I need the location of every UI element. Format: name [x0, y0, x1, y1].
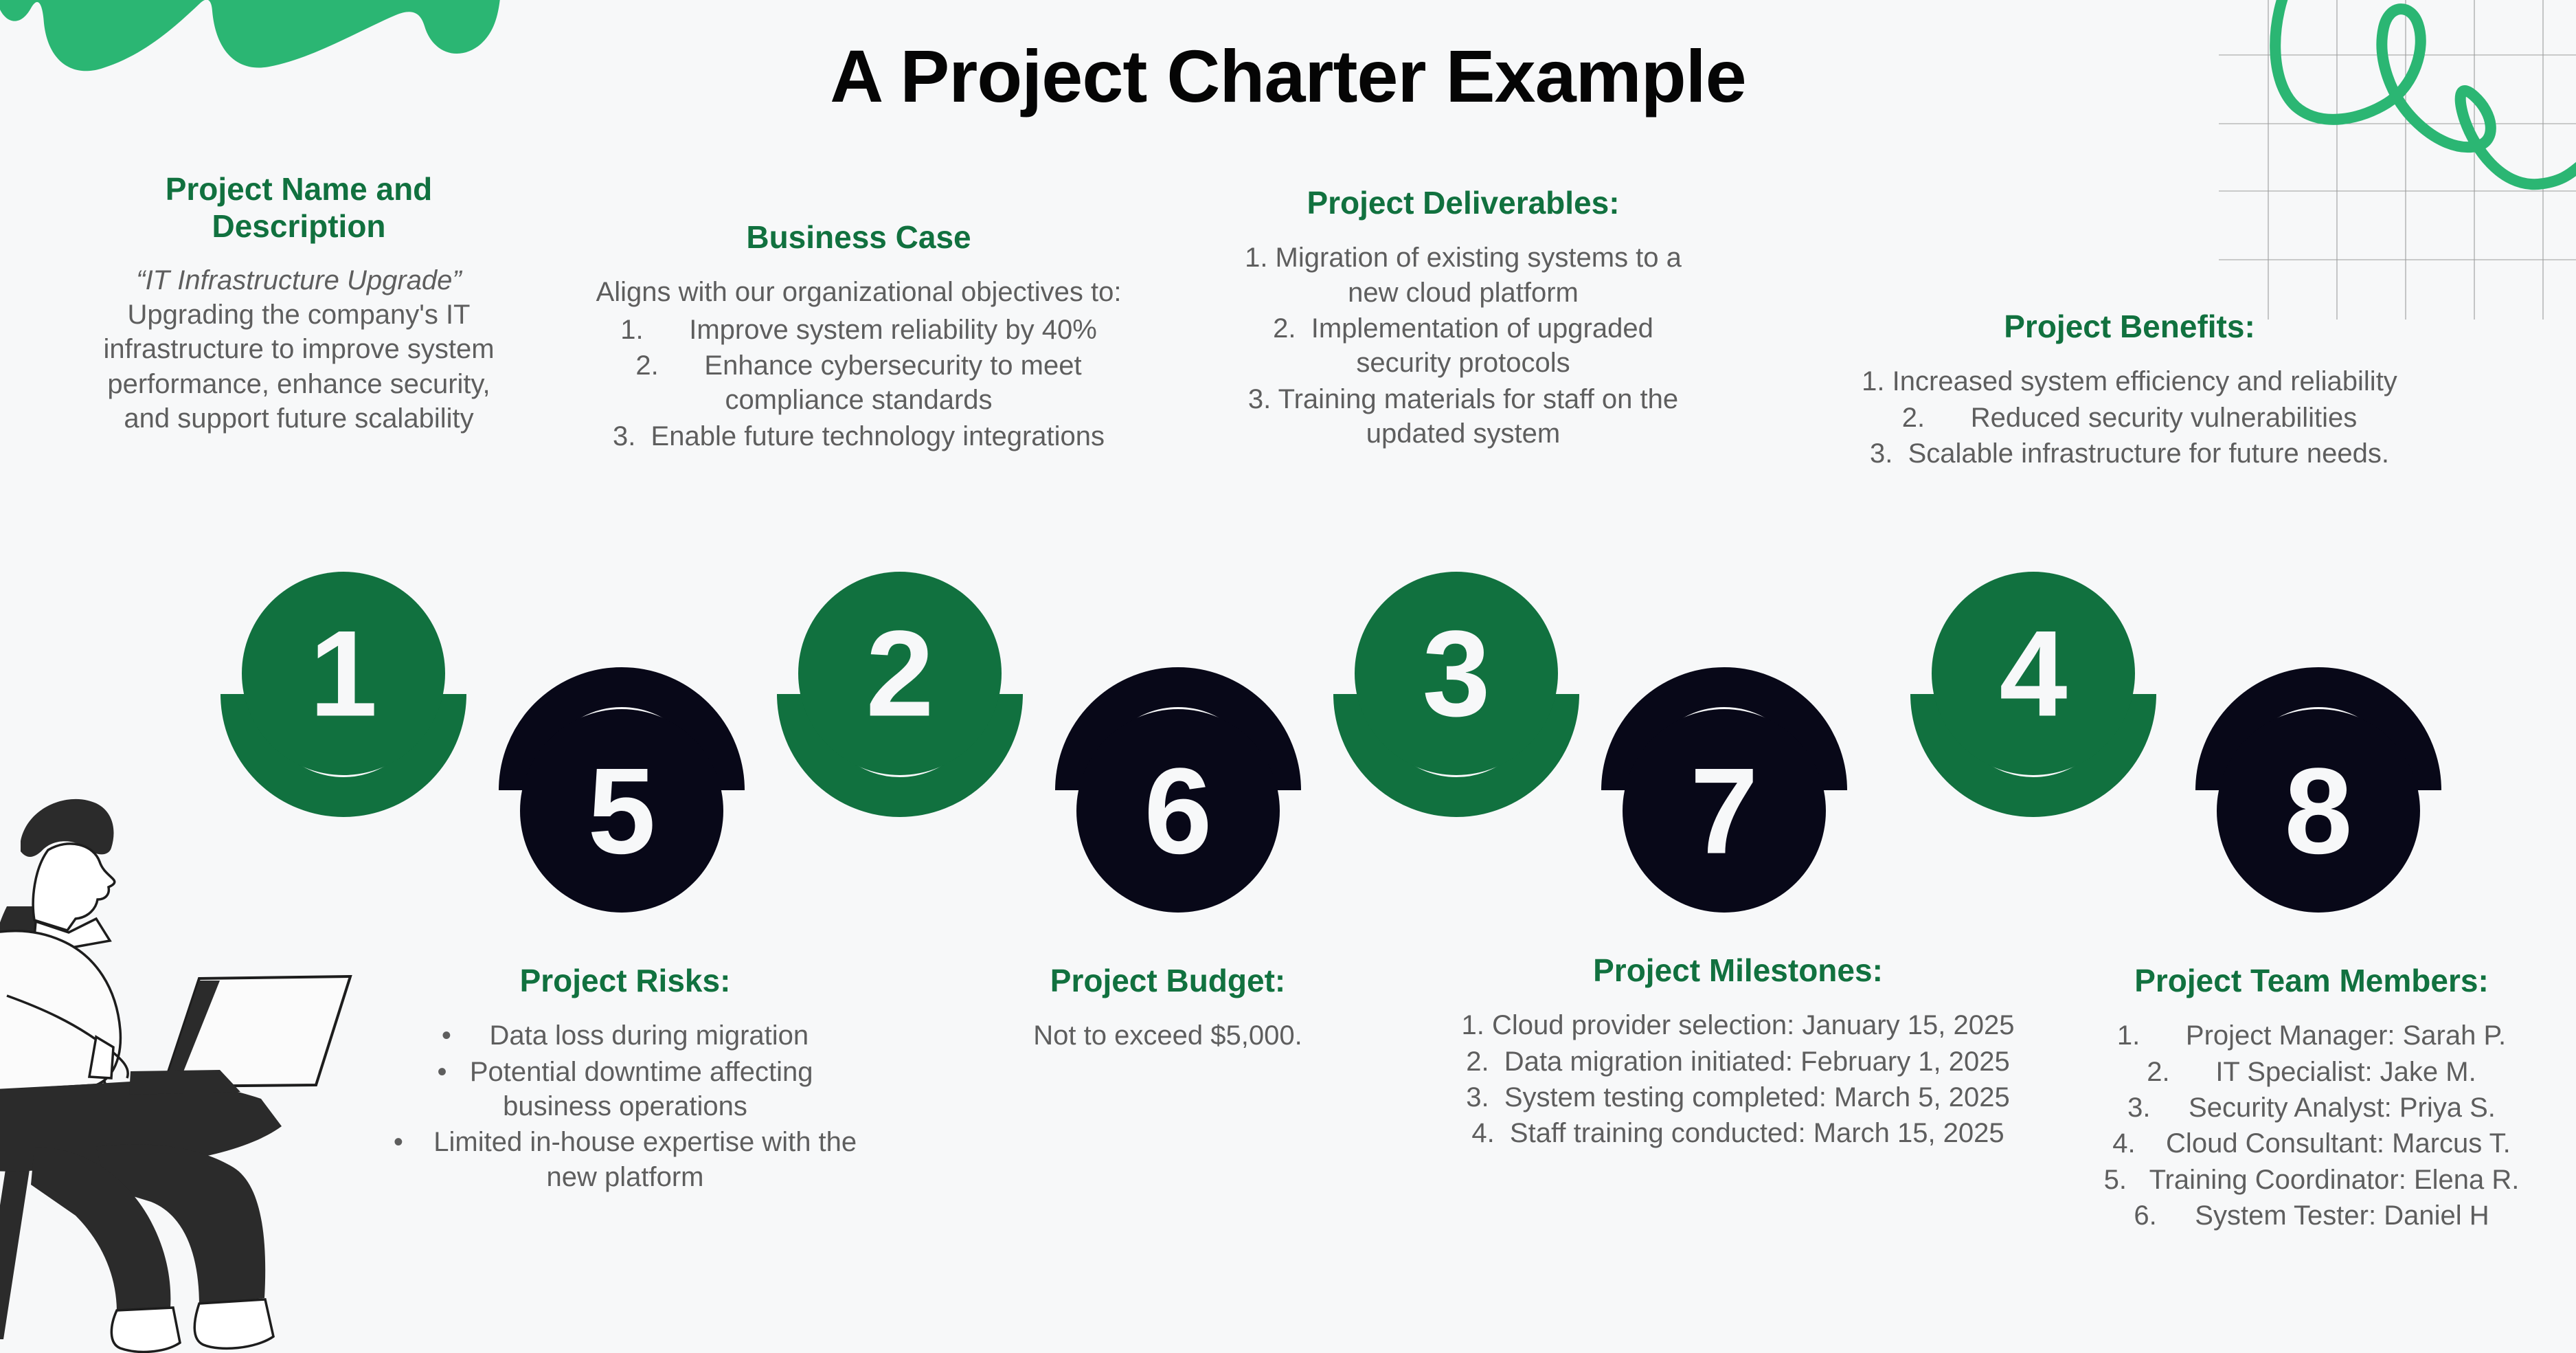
list-item: 2. Implementation of upgraded security p… [1273, 313, 1653, 379]
list-item: 2. Enhance cybersecurity to meet complia… [635, 350, 1082, 416]
milestones-list: 1. Cloud provider selection: January 15,… [1388, 1008, 2088, 1151]
svg-text:1: 1 [310, 605, 378, 742]
deliverables-list: 1. Migration of existing systems to a ne… [1223, 241, 1704, 451]
svg-text:5: 5 [588, 743, 656, 880]
section-project-deliverables: Project Deliverables: 1. Migration of ex… [1223, 184, 1704, 453]
list-item: 4. Cloud Consultant: Marcus T. [2112, 1128, 2511, 1159]
list-item: 1. Improve system reliability by 40% [620, 314, 1097, 345]
budget-text: Not to exceed $5,000. [1033, 1020, 1302, 1051]
list-item: 6. System Tester: Daniel H [2134, 1200, 2489, 1231]
section-project-team-members: Project Team Members: 1. Project Manager… [2047, 962, 2576, 1235]
svg-text:3: 3 [1423, 605, 1491, 742]
list-item: 1. Increased system efficiency and relia… [1862, 366, 2397, 397]
section-project-risks: Project Risks: • Data loss during migrat… [385, 962, 866, 1196]
section-heading-project-name: Project Name and Description [165, 171, 433, 245]
list-item: 3. Enable future technology integrations [612, 421, 1105, 451]
bullet-icon: • [393, 1127, 434, 1158]
list-item: 1. Migration of existing systems to a ne… [1245, 243, 1682, 308]
project-name-quote: “IT Infrastructure Upgrade” [136, 265, 462, 295]
grid-squiggle-decoration [2219, 0, 2576, 320]
list-item: 1. Project Manager: Sarah P. [2116, 1020, 2507, 1051]
list-item-label: Limited in-house expertise with the new … [433, 1127, 857, 1192]
list-item: 3. Security Analyst: Priya S. [2127, 1093, 2496, 1123]
list-item: • Potential downtime affecting business … [385, 1055, 866, 1124]
list-item: 3. Training materials for staff on the u… [1247, 383, 1679, 449]
bullet-icon: • [437, 1056, 470, 1087]
section-heading-milestones: Project Milestones: [1593, 952, 1883, 988]
list-item-label: Data loss during migration [489, 1020, 809, 1051]
section-project-name: Project Name and Description “IT Infrast… [96, 170, 501, 436]
section-business-case: Business Case Aligns with our organizati… [563, 219, 1154, 455]
list-item: 3. System testing completed: March 5, 20… [1466, 1082, 2010, 1113]
list-item: 1. Cloud provider selection: January 15,… [1461, 1010, 2015, 1041]
section-heading-benefits: Project Benefits: [2004, 309, 2255, 344]
list-item: 5. Training Coordinator: Elena R. [2103, 1164, 2520, 1195]
section-heading-team: Project Team Members: [2134, 963, 2489, 998]
business-case-lead: Aligns with our organizational objective… [596, 277, 1122, 308]
green-blob-decoration [0, 0, 500, 71]
list-item-label: Potential downtime affecting business op… [469, 1056, 813, 1122]
page-title: A Project Charter Example [830, 34, 1747, 118]
risks-list: • Data loss during migration • Potential… [385, 1018, 866, 1194]
list-item: 2. IT Specialist: Jake M. [2147, 1056, 2476, 1087]
svg-text:2: 2 [866, 605, 934, 742]
section-project-milestones: Project Milestones: 1. Cloud provider se… [1388, 952, 2088, 1152]
business-case-list: 1. Improve system reliability by 40% 2. … [563, 313, 1154, 454]
list-item: 2. Data migration initiated: February 1,… [1466, 1046, 2010, 1077]
list-item: 2. Reduced security vulnerabilities [1901, 402, 2358, 433]
step-circle-8: 8 [2215, 687, 2421, 913]
step-circle-5: 5 [519, 687, 725, 913]
svg-text:8: 8 [2285, 743, 2353, 880]
team-list: 1. Project Manager: Sarah P. 2. IT Speci… [2047, 1018, 2576, 1233]
step-circle-6: 6 [1075, 687, 1281, 913]
svg-text:4: 4 [2000, 605, 2068, 742]
svg-text:6: 6 [1144, 743, 1212, 880]
section-heading-business-case: Business Case [746, 219, 971, 255]
step-circle-7: 7 [1621, 687, 1827, 913]
step-circle-4: 4 [1930, 572, 2136, 797]
section-heading-deliverables: Project Deliverables: [1307, 185, 1620, 221]
project-name-description: Upgrading the company's IT infrastructur… [103, 299, 495, 434]
list-item: 3. Scalable infrastructure for future ne… [1870, 438, 2389, 469]
section-heading-budget: Project Budget: [1050, 963, 1286, 998]
list-item: • Data loss during migration [385, 1018, 866, 1053]
step-circle-2: 2 [797, 572, 1003, 797]
step-circle-3: 3 [1353, 572, 1559, 797]
section-project-budget: Project Budget: Not to exceed $5,000. [962, 962, 1374, 1053]
list-item: 4. Staff training conducted: March 15, 2… [1471, 1118, 2004, 1149]
section-project-benefits: Project Benefits: 1. Increased system ef… [1745, 308, 2514, 472]
bullet-icon: • [441, 1020, 490, 1051]
svg-text:7: 7 [1691, 743, 1759, 880]
step-circles-row: 5 6 7 8 1 2 3 4 [0, 550, 2576, 948]
list-item: • Limited in-house expertise with the ne… [385, 1125, 866, 1194]
step-circle-1: 1 [240, 572, 447, 797]
section-heading-risks: Project Risks: [519, 963, 731, 998]
benefits-list: 1. Increased system efficiency and relia… [1745, 364, 2514, 471]
person-with-laptop-illustration [0, 798, 352, 1353]
